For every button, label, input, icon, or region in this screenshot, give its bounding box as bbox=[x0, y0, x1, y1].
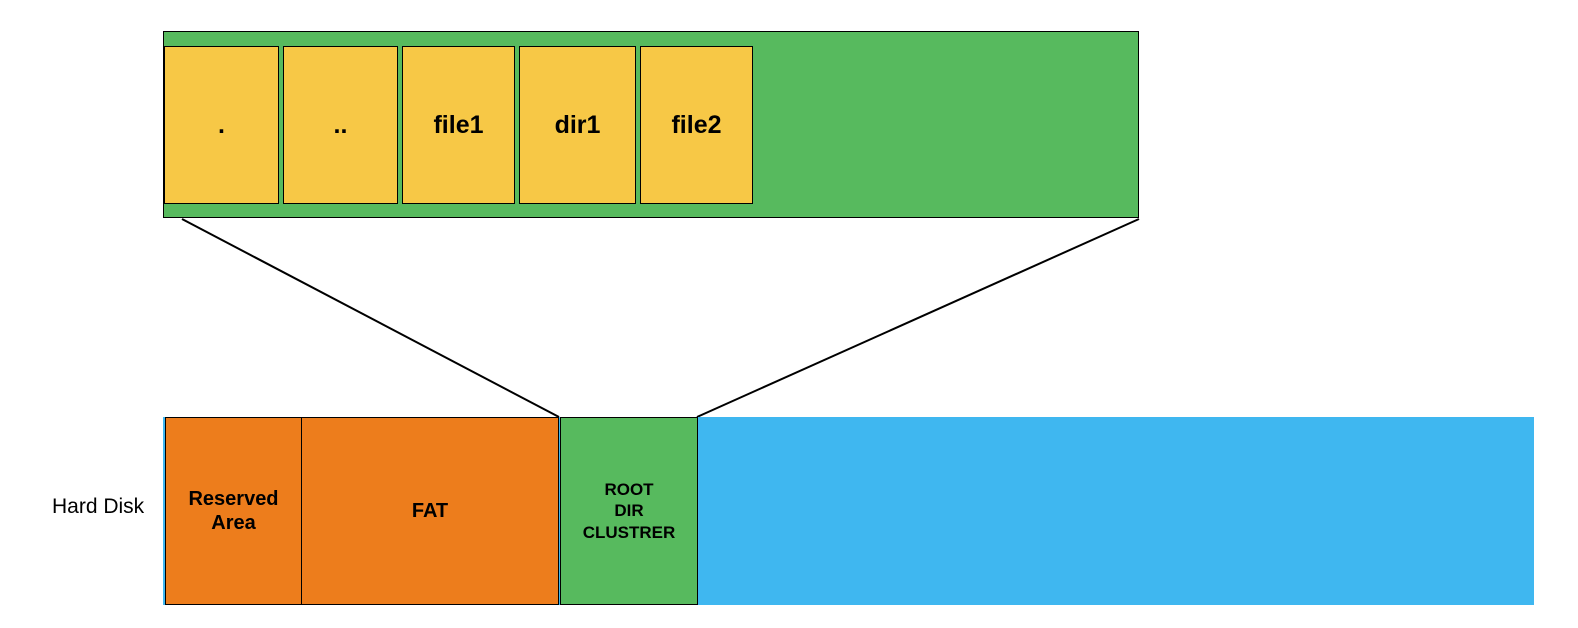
dir-entry-label: file2 bbox=[671, 110, 722, 139]
hard-disk-label: Hard Disk bbox=[52, 495, 145, 518]
dir-entry-label: .. bbox=[333, 110, 348, 139]
dir-entry-dotdot[interactable]: .. bbox=[283, 46, 398, 204]
callout-line-left bbox=[181, 218, 560, 418]
dir-entry-file2[interactable]: file2 bbox=[640, 46, 753, 204]
root-dir-line1: ROOT bbox=[604, 480, 654, 500]
root-dir-line2: DIR bbox=[614, 501, 644, 521]
disk-region-root-dir-cluster[interactable]: ROOT DIR CLUSTRER bbox=[560, 417, 698, 605]
dir-entry-dir1[interactable]: dir1 bbox=[519, 46, 636, 204]
disk-region-fat[interactable]: FAT bbox=[301, 417, 559, 605]
dir-entry-label: file1 bbox=[433, 110, 484, 139]
reserved-area-line1: Reserved bbox=[188, 488, 279, 510]
dir-entry-dot[interactable]: . bbox=[164, 46, 279, 204]
dir-entry-file1[interactable]: file1 bbox=[402, 46, 515, 204]
dir-entry-label: dir1 bbox=[554, 110, 601, 139]
root-dir-line3: CLUSTRER bbox=[582, 522, 676, 542]
reserved-area-line2: Area bbox=[211, 512, 256, 534]
fat-label: FAT bbox=[411, 499, 449, 522]
dir-entry-label: . bbox=[218, 110, 225, 139]
disk-region-reserved-area[interactable]: Reserved Area bbox=[165, 417, 302, 605]
callout-line-right bbox=[696, 218, 1140, 418]
